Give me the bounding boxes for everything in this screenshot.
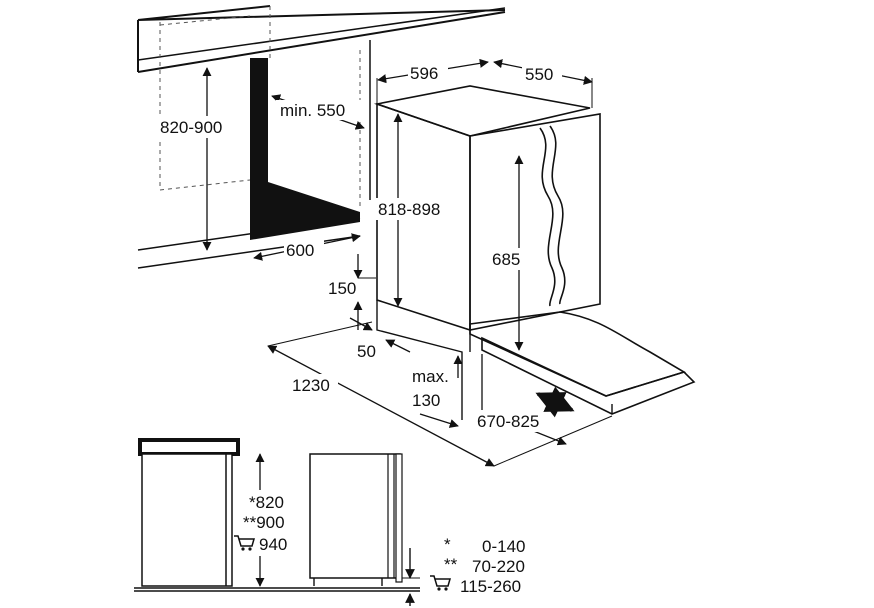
door-travel-dimension: 670-825 — [474, 354, 575, 446]
plinth-row1-mark: * — [444, 535, 451, 554]
appliance-side-view — [309, 453, 420, 606]
plinth-row2-value: 70-220 — [472, 557, 525, 576]
appliance-width-label: 596 — [410, 64, 438, 83]
plinth-row1-value: 0-140 — [482, 537, 525, 556]
niche-depth-dimension: min. 550 — [271, 94, 365, 130]
side-view-cabinet — [134, 438, 420, 592]
niche-width-label: 600 — [286, 241, 314, 260]
plinth-height-table: * 0-140 ** 70-220 115-260 — [430, 535, 525, 596]
niche-height-dimension: 820-900 — [157, 67, 241, 251]
appliance-depth-label: 550 — [525, 65, 553, 84]
door-travel-label: 670-825 — [477, 412, 539, 431]
niche-side-wall — [250, 58, 360, 240]
plinth-height-label: 150 — [328, 279, 356, 298]
niche-height-label: 820-900 — [160, 118, 222, 137]
plinth-max-dimension: max. 130 — [412, 355, 463, 428]
door-height-label: 685 — [492, 250, 520, 269]
shopping-cart-icon — [234, 535, 255, 551]
plinth-row2-mark: ** — [444, 555, 458, 574]
height-option-3: 940 — [259, 535, 287, 554]
door-open-clearance-dimension: 1230 — [267, 321, 613, 467]
countertop — [137, 5, 506, 73]
appliance-depth-dimension: 550 — [493, 59, 593, 108]
appliance-width-dimension: 596 — [376, 58, 489, 104]
plinth-max-label-line1: max. — [412, 367, 449, 386]
door-open-clearance-label: 1230 — [292, 376, 330, 395]
plinth-setback-label: 50 — [357, 342, 376, 361]
niche-width-dimension: 600 — [253, 233, 361, 261]
door-height-dimension: 685 — [490, 155, 530, 351]
height-option-2: **900 — [243, 513, 285, 532]
shopping-cart-icon — [430, 575, 451, 591]
height-option-1: *820 — [249, 493, 284, 512]
appliance-height-dimension: 818-898 — [376, 113, 460, 307]
side-view-height-dimension: *820 **900 940 — [234, 453, 298, 587]
plinth-setback-dimension: 50 — [349, 317, 411, 361]
niche-depth-label: min. 550 — [280, 101, 345, 120]
dishwasher-body — [373, 85, 601, 420]
appliance-height-label: 818-898 — [378, 200, 440, 219]
plinth-max-label-line2: 130 — [412, 391, 440, 410]
plinth-row3-value: 115-260 — [460, 577, 521, 596]
cabinet-hidden-lines — [159, 6, 361, 210]
open-door — [469, 311, 696, 415]
